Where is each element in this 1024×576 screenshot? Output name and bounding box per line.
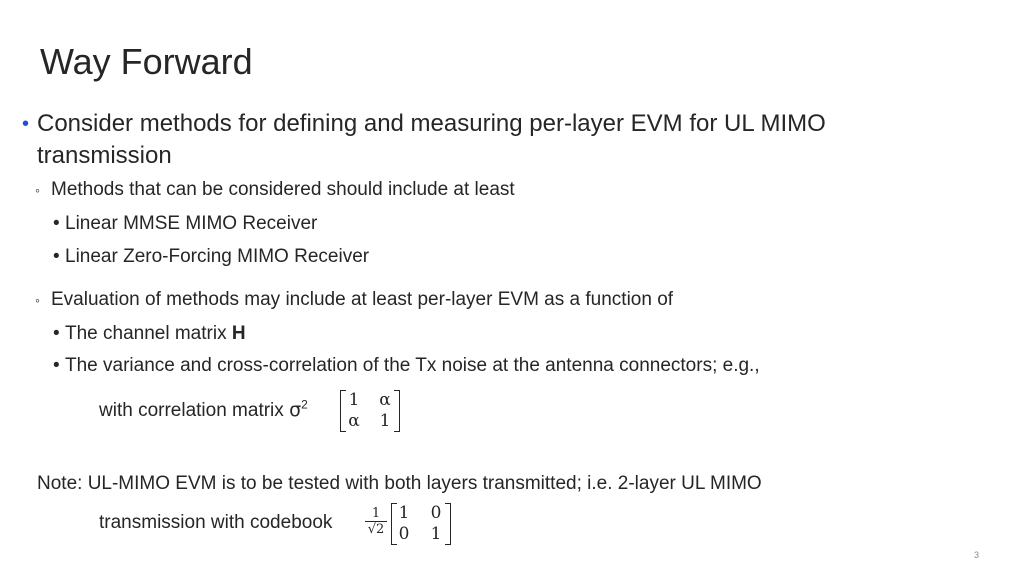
- codebook-matrix: 1 0 0 1: [391, 503, 451, 545]
- matrix-cell: 0: [398, 524, 410, 544]
- sigma-exponent: 2: [301, 397, 308, 412]
- fraction-numerator: 1: [365, 507, 387, 522]
- bullet-icon: •: [22, 113, 30, 135]
- slide-title: Way Forward: [40, 41, 253, 82]
- circle-bullet-icon: ◦: [35, 292, 40, 308]
- main-bullet-text: Consider methods for defining and measur…: [37, 110, 826, 169]
- matrix-cell: 1: [398, 503, 410, 523]
- sub-bullet-methods: Methods that can be considered should in…: [51, 179, 515, 200]
- page-number: 3: [974, 550, 980, 560]
- list-item: The variance and cross-correlation of th…: [65, 355, 760, 376]
- bullet-icon: •: [53, 213, 60, 234]
- matrix-right-bracket: [394, 390, 400, 432]
- matrix-cell: 1: [430, 524, 442, 544]
- matrix-cell: 1: [348, 390, 360, 410]
- fraction-denominator: √2: [367, 522, 385, 537]
- matrix-left-bracket: [391, 503, 397, 545]
- bullet-icon: •: [53, 323, 60, 344]
- bullet-icon: •: [53, 355, 60, 376]
- sub-bullet-evaluation: Evaluation of methods may include at lea…: [51, 289, 674, 310]
- bullet-icon: •: [53, 246, 60, 267]
- note-line-1: Note: UL-MIMO EVM is to be tested with b…: [37, 473, 762, 494]
- correlation-matrix-line: with correlation matrix σ2: [99, 398, 308, 423]
- matrix-cell: 1: [379, 411, 391, 431]
- matrix-cell: α: [348, 411, 360, 431]
- correlation-prefix: with correlation matrix: [99, 400, 290, 421]
- matrix-left-bracket: [340, 390, 346, 432]
- matrix-cell: α: [379, 390, 391, 410]
- correlation-matrix: 1 α α 1: [340, 390, 400, 432]
- channel-matrix-symbol: H: [231, 323, 246, 344]
- note-line-2: transmission with codebook: [99, 512, 333, 533]
- matrix-cell: 0: [430, 503, 442, 523]
- codebook-fraction: 1 √2: [365, 507, 387, 538]
- circle-bullet-icon: ◦: [35, 182, 40, 198]
- list-item: Linear Zero-Forcing MIMO Receiver: [65, 246, 370, 267]
- channel-matrix-text: The channel matrix: [65, 323, 232, 344]
- list-item: The channel matrix H: [65, 322, 246, 346]
- sigma-symbol: σ: [289, 399, 302, 421]
- matrix-right-bracket: [445, 503, 451, 545]
- list-item: Linear MMSE MIMO Receiver: [65, 213, 318, 234]
